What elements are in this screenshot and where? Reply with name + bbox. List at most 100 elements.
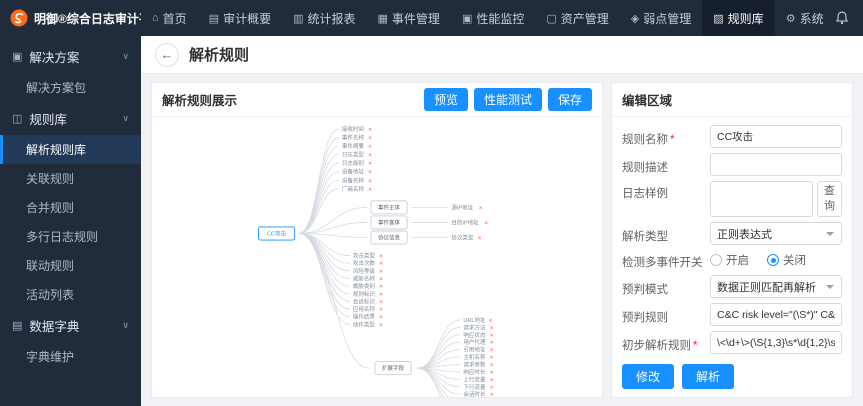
tree-branch-node[interactable] [374, 361, 412, 376]
tree-leaf-label[interactable]: 下行流量 [463, 383, 486, 391]
delete-node-icon[interactable]: ✕ [490, 377, 494, 383]
delete-node-icon[interactable]: ✕ [368, 170, 372, 176]
tree-leaf-label[interactable]: 响应时长 [463, 368, 486, 376]
sidebar-item[interactable]: 合并规则 [26, 201, 75, 215]
delete-node-icon[interactable]: ✕ [379, 315, 383, 321]
sidebar-section-2[interactable]: ◫规则库∨ [0, 102, 141, 135]
delete-node-icon[interactable]: ✕ [379, 284, 383, 290]
tree-leaf-label[interactable]: 事件摘要 [342, 142, 365, 150]
prejudge-mode-select[interactable]: 数据正则匹配再解析 [710, 275, 842, 298]
tree-leaf-label[interactable]: 威胁类别 [353, 282, 376, 290]
tree-leaf-label[interactable]: 设备地址 [342, 168, 365, 176]
delete-node-icon[interactable]: ✕ [490, 363, 494, 369]
delete-node-icon[interactable]: ✕ [379, 292, 383, 298]
delete-node-icon[interactable]: ✕ [379, 269, 383, 275]
tree-leaf-label[interactable]: URL地址 [463, 316, 486, 324]
tree-branch-node[interactable] [370, 230, 408, 245]
delete-node-icon[interactable]: ✕ [368, 144, 372, 150]
back-button[interactable]: ← [155, 42, 179, 67]
delete-node-icon[interactable]: ✕ [490, 333, 494, 339]
tree-leaf-label[interactable]: 上行流量 [463, 375, 486, 383]
radio-option-off[interactable]: 关闭 [767, 252, 806, 268]
delete-node-icon[interactable]: ✕ [379, 261, 383, 267]
sidebar-item[interactable]: 活动列表 [26, 288, 75, 302]
notification-bell-icon[interactable] [835, 11, 849, 25]
tree-leaf-label[interactable]: 设备名称 [342, 176, 365, 184]
nav-item-1[interactable]: ⌂首页 [141, 0, 198, 36]
sidebar-item[interactable]: 多行日志规则 [26, 230, 99, 244]
delete-node-icon[interactable]: ✕ [490, 355, 494, 361]
radio-option-on[interactable]: 开启 [710, 252, 749, 268]
sidebar-item[interactable]: 解析规则库 [0, 135, 141, 164]
tree-leaf-label[interactable]: 攻击次数 [353, 259, 376, 267]
delete-node-icon[interactable]: ✕ [379, 322, 383, 328]
delete-node-icon[interactable]: ✕ [490, 385, 494, 391]
sidebar-item[interactable]: 字典维护 [26, 350, 75, 364]
tree-leaf-label[interactable]: 操作结果 [353, 313, 376, 321]
tree-leaf-label[interactable]: 目的IP地址 [451, 218, 479, 226]
tree-leaf-label[interactable]: 会话时长 [463, 390, 486, 398]
delete-node-icon[interactable]: ✕ [368, 153, 372, 159]
tree-leaf-label[interactable]: 请求方法 [463, 323, 486, 331]
tree-root-node[interactable] [258, 226, 296, 241]
delete-node-icon[interactable]: ✕ [484, 220, 488, 226]
delete-node-icon[interactable]: ✕ [490, 392, 494, 398]
tree-leaf-label[interactable]: 动作类型 [353, 320, 376, 328]
tree-leaf-label[interactable]: 主机名称 [463, 353, 486, 361]
tree-leaf-label[interactable]: 日志级别 [342, 159, 365, 167]
tree-leaf-label[interactable]: 风险等级 [353, 267, 376, 275]
tree-leaf-label[interactable]: 厂商名称 [342, 185, 365, 193]
nav-item-4[interactable]: ▦事件管理 [367, 0, 451, 36]
nav-item-6[interactable]: ▢资产管理 [535, 0, 619, 36]
delete-node-icon[interactable]: ✕ [368, 136, 372, 142]
delete-node-icon[interactable]: ✕ [488, 318, 492, 324]
parse-button[interactable]: 解析 [682, 364, 735, 389]
delete-node-icon[interactable]: ✕ [368, 178, 372, 184]
delete-node-icon[interactable]: ✕ [490, 348, 494, 354]
initial-rule-input[interactable] [710, 331, 842, 354]
nav-item-3[interactable]: ▥统计报表 [282, 0, 366, 36]
query-button[interactable]: 查询 [817, 181, 842, 217]
delete-node-icon[interactable]: ✕ [379, 254, 383, 260]
tree-branch-node[interactable] [370, 215, 408, 230]
prejudge-rule-input[interactable] [710, 303, 842, 326]
delete-node-icon[interactable]: ✕ [490, 340, 494, 346]
tree-leaf-label[interactable]: 规则标识 [353, 290, 376, 298]
delete-node-icon[interactable]: ✕ [477, 236, 481, 242]
sidebar-section-3[interactable]: ▤数据字典∨ [0, 309, 141, 342]
save-button[interactable]: 保存 [547, 88, 592, 111]
nav-item-5[interactable]: ▣性能监控 [451, 0, 535, 36]
delete-node-icon[interactable]: ✕ [368, 127, 372, 133]
rule-name-input[interactable] [710, 125, 842, 148]
delete-node-icon[interactable]: ✕ [490, 370, 494, 376]
tree-leaf-label[interactable]: 日志类型 [342, 151, 365, 159]
tree-leaf-label[interactable]: 响应状态 [463, 331, 486, 339]
delete-node-icon[interactable]: ✕ [379, 307, 383, 313]
tree-leaf-label[interactable]: 源IP地址 [451, 203, 473, 211]
tree-leaf-label[interactable]: 引用地址 [463, 346, 486, 354]
sidebar-item[interactable]: 联动规则 [26, 259, 75, 273]
tree-leaf-label[interactable]: 应用名称 [353, 305, 376, 313]
sidebar-section-1[interactable]: ▣解决方案∨ [0, 40, 141, 73]
delete-node-icon[interactable]: ✕ [379, 277, 383, 283]
log-sample-textarea[interactable] [710, 181, 813, 217]
rule-desc-input[interactable] [710, 153, 842, 176]
nav-item-2[interactable]: ▤审计概要 [198, 0, 282, 36]
sidebar-item[interactable]: 关联规则 [26, 172, 75, 186]
delete-node-icon[interactable]: ✕ [368, 161, 372, 167]
sidebar-item[interactable]: 解决方案包 [26, 81, 87, 95]
tree-leaf-label[interactable]: 会话标识 [353, 297, 376, 305]
delete-node-icon[interactable]: ✕ [379, 299, 383, 305]
nav-item-7[interactable]: ◈弱点管理 [620, 0, 702, 36]
modify-button[interactable]: 修改 [622, 364, 675, 389]
delete-node-icon[interactable]: ✕ [490, 325, 494, 331]
tree-leaf-label[interactable]: 攻击类型 [353, 252, 376, 260]
delete-node-icon[interactable]: ✕ [368, 187, 372, 193]
tree-leaf-label[interactable]: 协议类型 [451, 234, 474, 242]
tree-leaf-label[interactable]: 请求参数 [463, 361, 486, 369]
nav-item-8[interactable]: ▨规则库 [702, 0, 775, 36]
tree-branch-node[interactable] [370, 200, 408, 215]
rule-tree-canvas[interactable]: 接收时间✕事件名称✕事件摘要✕日志类型✕日志级别✕设备地址✕设备名称✕厂商名称✕… [152, 117, 602, 398]
tree-leaf-label[interactable]: 事件名称 [342, 134, 365, 142]
performance-test-button[interactable]: 性能测试 [473, 88, 542, 111]
